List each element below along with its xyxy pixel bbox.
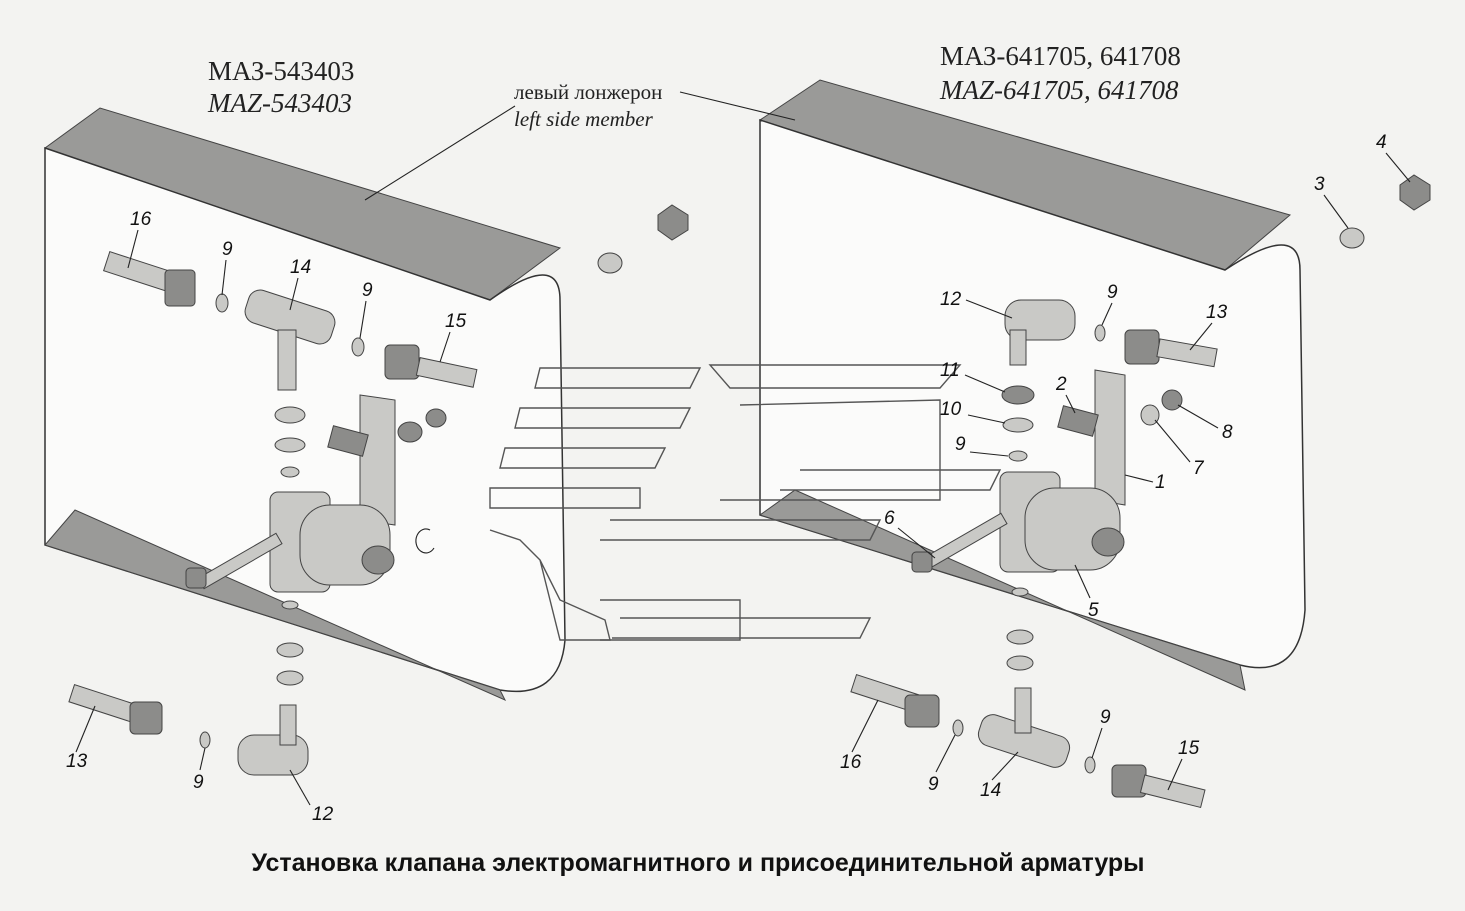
callout: 9 xyxy=(222,239,233,260)
left-parts xyxy=(68,251,478,776)
right-side-member xyxy=(758,79,1306,691)
callout: 9 xyxy=(362,280,373,301)
callout: 2 xyxy=(1055,374,1067,395)
callout: 1 xyxy=(1155,472,1166,493)
left-title-en: MAZ-543403 xyxy=(207,88,352,118)
left-title: МАЗ-543403 MAZ-543403 xyxy=(207,56,354,118)
callout: 7 xyxy=(1193,458,1205,479)
left-callouts: 16 9 14 9 15 13 9 12 xyxy=(66,209,467,825)
callout: 9 xyxy=(193,772,204,793)
member-label-en: left side member xyxy=(514,107,654,131)
callout: 3 xyxy=(1314,174,1325,195)
callout: 15 xyxy=(445,311,467,332)
callout: 12 xyxy=(940,289,962,310)
right-parts xyxy=(597,174,1431,809)
callout: 15 xyxy=(1178,738,1200,759)
callout: 13 xyxy=(66,751,88,772)
callout: 9 xyxy=(928,774,939,795)
callout: 4 xyxy=(1376,132,1387,153)
left-side-member xyxy=(43,107,566,702)
callout: 14 xyxy=(290,257,311,278)
side-member-label: левый лонжерон left side member xyxy=(364,80,796,201)
right-title-ru: МАЗ-641705, 641708 xyxy=(940,41,1181,71)
callout: 11 xyxy=(940,360,960,381)
member-label-ru: левый лонжерон xyxy=(514,80,662,104)
callout: 9 xyxy=(1100,707,1111,728)
right-title-en: MAZ-641705, 641708 xyxy=(939,75,1179,105)
callout: 12 xyxy=(312,804,334,825)
callout: 9 xyxy=(1107,282,1118,303)
callout: 8 xyxy=(1222,422,1233,443)
right-callouts: 4 3 12 9 13 11 2 10 8 7 9 1 6 5 9 16 9 1… xyxy=(840,132,1411,801)
callout: 5 xyxy=(1088,600,1099,621)
callout: 13 xyxy=(1206,302,1228,323)
callout: 14 xyxy=(980,780,1001,801)
callout: 10 xyxy=(940,399,962,420)
callout: 16 xyxy=(130,209,152,230)
maz-logo-watermark xyxy=(489,364,1002,641)
callout: 9 xyxy=(955,434,966,455)
left-title-ru: МАЗ-543403 xyxy=(208,56,354,86)
callout: 16 xyxy=(840,752,862,773)
right-title: МАЗ-641705, 641708 MAZ-641705, 641708 xyxy=(939,41,1181,105)
diagram-caption: Установка клапана электромагнитного и пр… xyxy=(251,849,1144,877)
callout: 6 xyxy=(884,508,895,529)
